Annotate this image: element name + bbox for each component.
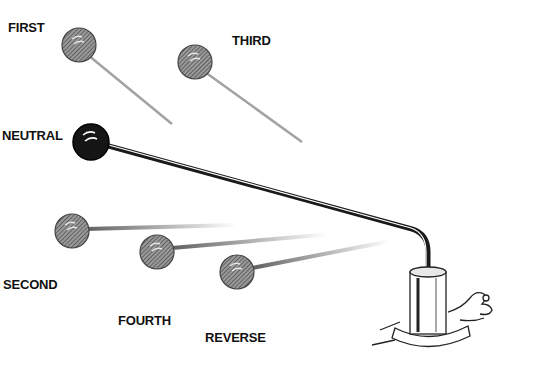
fourth-knob: [140, 235, 174, 269]
ghost-shaft: [252, 239, 390, 270]
ghost-shafts: [86, 55, 390, 270]
ghost-shaft: [172, 232, 327, 249]
hand-sketch: [448, 293, 492, 321]
gear-position-label: FIRST: [8, 20, 45, 35]
gear-position-label: REVERSE: [205, 330, 266, 345]
hand-sketch: [483, 295, 489, 301]
gear-position-label: NEUTRAL: [2, 128, 63, 143]
second-knob: [55, 214, 89, 248]
first-knob: [62, 28, 96, 62]
neutral-knob: [73, 124, 109, 160]
ghost-shaft: [86, 223, 236, 231]
main-lever: [73, 124, 428, 280]
lever-highlight: [105, 144, 426, 280]
base-top: [410, 267, 446, 277]
base-shade: [436, 278, 437, 332]
ghost-shaft: [88, 55, 172, 124]
knob-highlight: [83, 132, 97, 141]
base-shade: [417, 278, 420, 332]
reverse-knob: [220, 255, 254, 289]
base-column: [410, 272, 446, 334]
knob-highlights: [65, 36, 242, 271]
gear-position-label: SECOND: [3, 277, 57, 292]
gear-position-label: FOURTH: [118, 313, 171, 328]
lever-shaft: [105, 145, 428, 280]
third-knob: [178, 45, 212, 79]
base-strut: [372, 322, 400, 345]
gear-position-label: THIRD: [232, 33, 271, 48]
ghost-shaft: [205, 72, 302, 142]
lever-base: [372, 267, 492, 347]
